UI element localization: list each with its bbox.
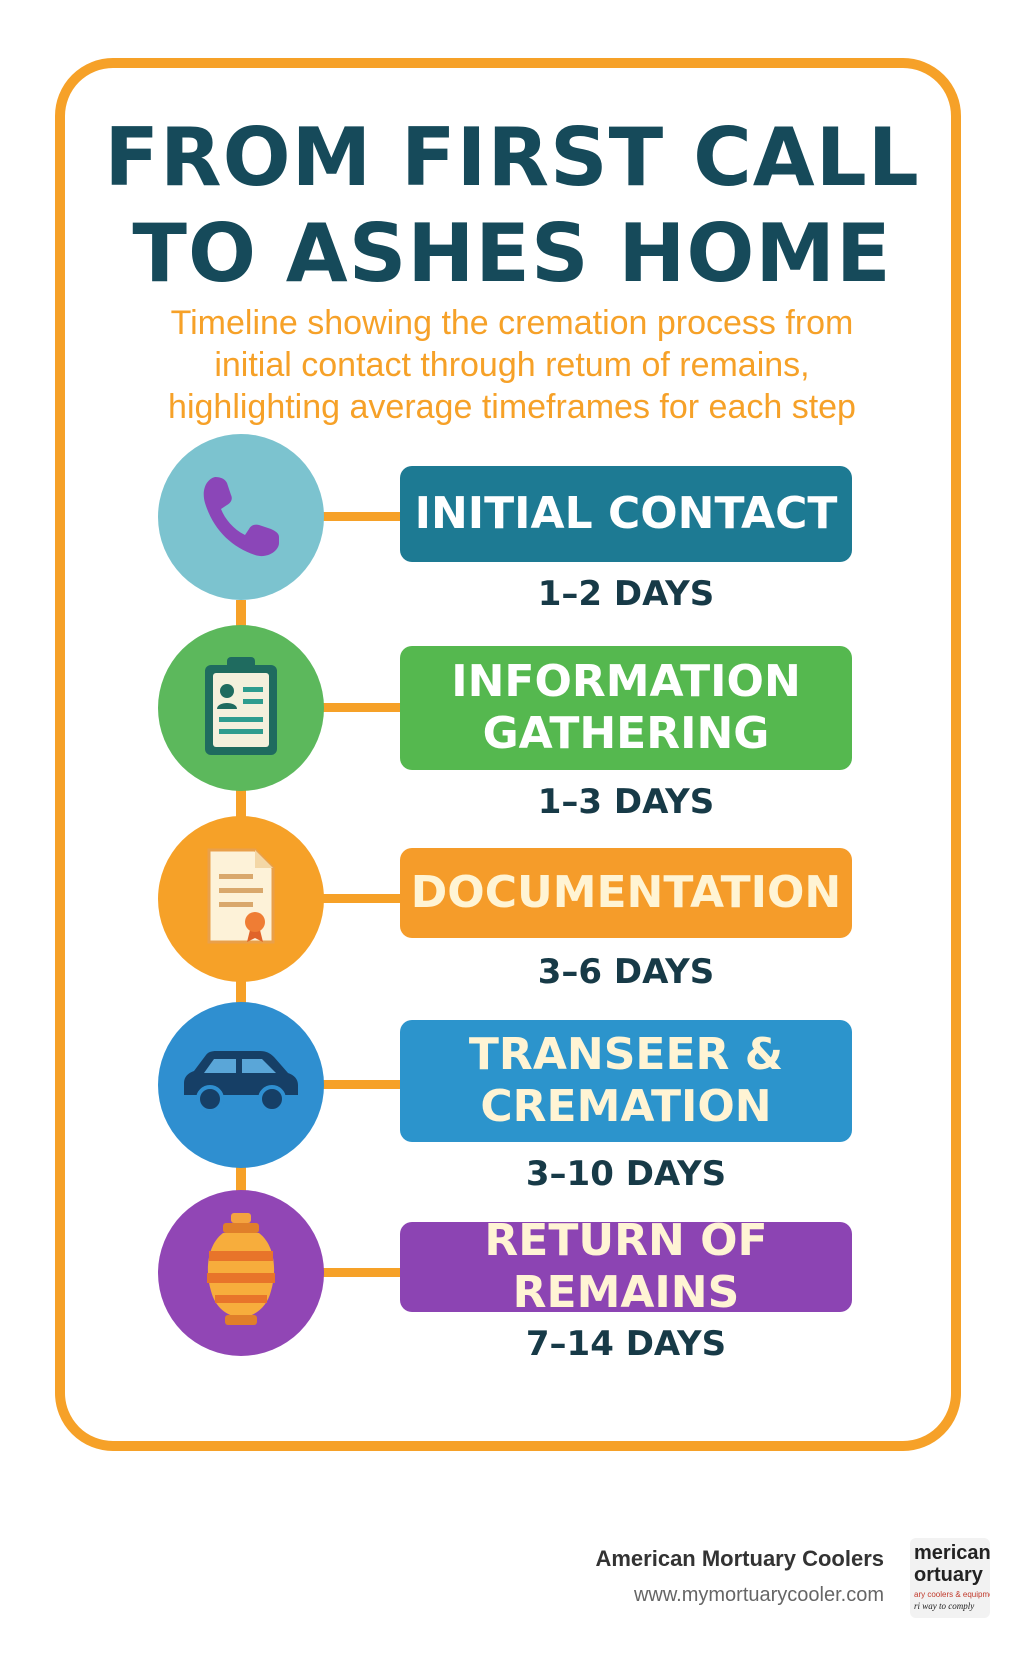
page-title: FROM FIRST CALL TO ASHES HOME: [0, 110, 1024, 302]
subtitle-line-1: Timeline showing the cremation process f…: [170, 304, 854, 342]
step-icon-circle: [158, 816, 324, 982]
step-label-text: INFORMATION GATHERING: [451, 656, 801, 760]
step-icon-circle: [158, 625, 324, 791]
subtitle: Timeline showing the cremation process f…: [0, 302, 1024, 428]
step-label: DOCUMENTATION: [400, 848, 852, 938]
step-label: INITIAL CONTACT: [400, 466, 852, 562]
title-line-2: TO ASHES HOME: [132, 207, 892, 300]
step-duration: 1–2 DAYS: [537, 574, 715, 614]
step-label-line-2: GATHERING: [482, 708, 770, 759]
step-label-line-1: INFORMATION: [451, 656, 801, 707]
company-logo: merican ortuary ary coolers & equipment …: [910, 1538, 990, 1618]
step-icon-circle: [158, 1002, 324, 1168]
step-label-line-2: CREMATION: [480, 1081, 772, 1132]
step-icon-circle: [158, 434, 324, 600]
step-connector: [320, 512, 400, 521]
document-certificate-icon: [193, 842, 289, 956]
step-duration: 1–3 DAYS: [537, 782, 715, 822]
step-duration: 3–10 DAYS: [525, 1154, 727, 1194]
step-icon-circle: [158, 1190, 324, 1356]
step-connector: [320, 703, 400, 712]
step-label-text: INITIAL CONTACT: [414, 488, 838, 539]
phone-icon: [193, 467, 289, 567]
step-label: RETURN OF REMAINS: [400, 1215, 852, 1318]
subtitle-line-2: initial contact through retum of remains…: [214, 346, 810, 384]
step-label-line-1: TRANSEER &: [468, 1029, 784, 1080]
car-icon: [176, 1043, 306, 1127]
step-label: TRANSEER & CREMATION: [400, 1020, 852, 1142]
step-connector: [320, 894, 400, 903]
clipboard-icon: [191, 651, 291, 765]
step-label: INFORMATION GATHERING: [400, 646, 852, 770]
step-label-text: RETURN OF REMAINS: [484, 1215, 768, 1318]
title-line-1: FROM FIRST CALL: [104, 111, 920, 204]
company-url[interactable]: www.mymortuarycooler.com: [633, 1584, 884, 1606]
step-connector: [320, 1268, 400, 1277]
company-name: American Mortuary Coolers: [595, 1546, 884, 1571]
step-label-text: TRANSEER & CREMATION: [469, 1029, 783, 1133]
step-label-text: DOCUMENTATION: [410, 867, 842, 918]
step-duration: 3–6 DAYS: [537, 952, 715, 992]
urn-icon: [201, 1211, 281, 1335]
subtitle-line-3: highlighting average timeframes for each…: [168, 388, 856, 426]
step-connector: [320, 1080, 400, 1089]
step-duration: 7–14 DAYS: [525, 1324, 727, 1364]
